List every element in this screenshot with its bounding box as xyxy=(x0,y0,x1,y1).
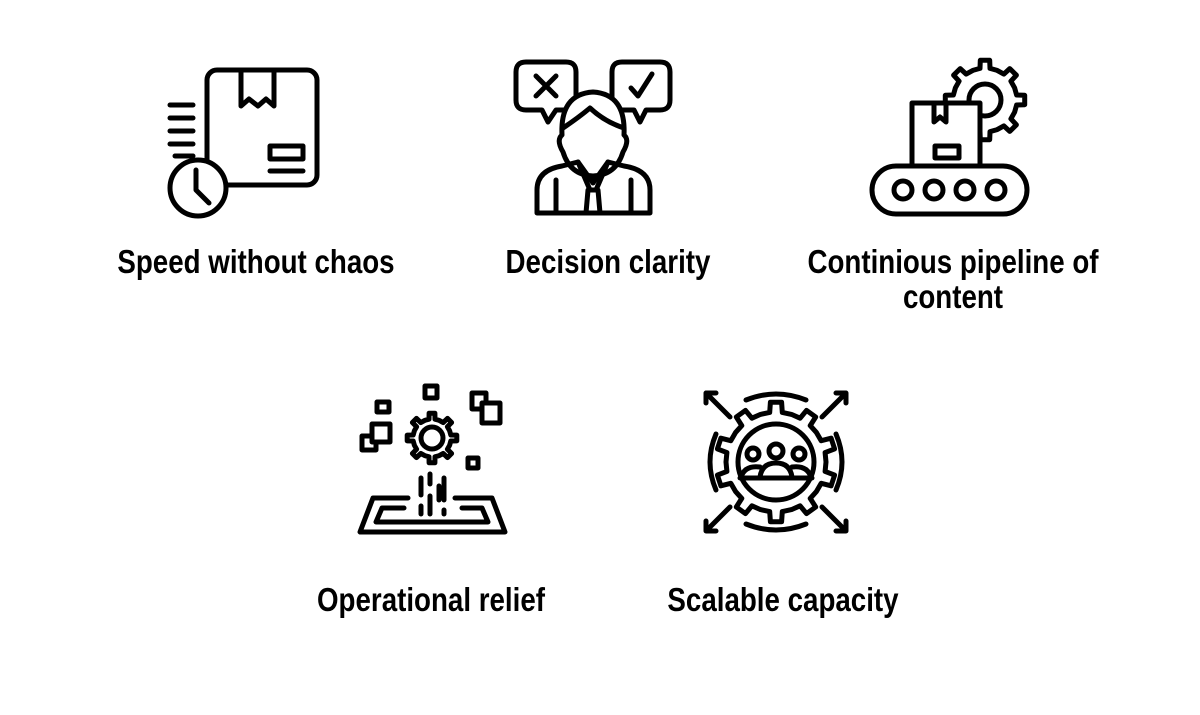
package-clock-icon xyxy=(160,62,325,222)
label-continuous-pipeline: Continious pipeline of content xyxy=(807,243,1099,315)
label-operational-relief: Operational relief xyxy=(316,581,545,618)
conveyor-gear-icon xyxy=(865,52,1035,222)
gear-shape xyxy=(404,410,460,466)
label-decision-clarity: Decision clarity xyxy=(505,243,711,280)
team-gear-expand-icon xyxy=(698,384,856,540)
person-decision-icon xyxy=(510,56,680,221)
gear-platform-icon xyxy=(355,380,510,540)
label-speed-without-chaos: Speed without chaos xyxy=(117,243,395,280)
label-scalable-capacity: Scalable capacity xyxy=(667,581,899,618)
